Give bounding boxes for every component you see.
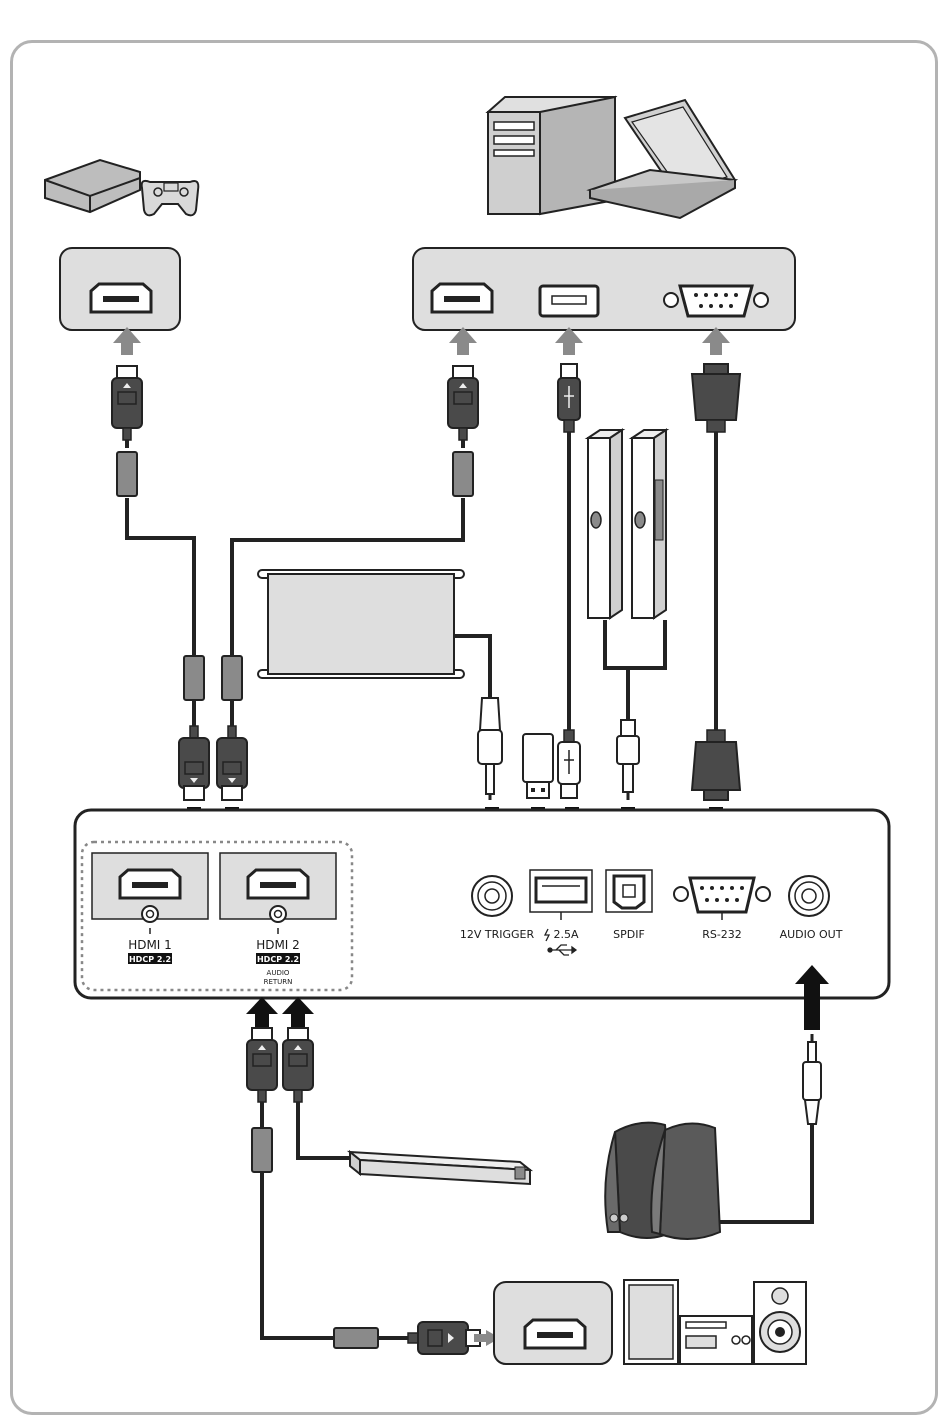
spdif-plug-icon: [617, 720, 639, 800]
ferrite-core-icon: [252, 1128, 272, 1172]
hdmi2-label: HDMI 2: [256, 938, 300, 952]
rs232-plug-icon: [692, 364, 740, 432]
mini-jack-plug-icon: [478, 698, 502, 800]
audio-out-label: AUDIO OUT: [780, 928, 843, 941]
audio-out-port-icon: [789, 876, 829, 916]
trigger-label: 12V TRIGGER: [460, 928, 535, 941]
hdmi1-port-icon: [120, 870, 180, 898]
usb-current-label: 2.5A: [553, 928, 578, 941]
arrow-up-icon: [282, 997, 314, 1029]
hdcp-badge-text: HDCP 2.2: [257, 955, 299, 964]
ferrite-core-icon: [117, 452, 137, 496]
console-hdmi-port-icon: [91, 284, 151, 312]
console-hdmi-panel: [60, 248, 180, 330]
ferrite-core-icon: [453, 452, 473, 496]
arrow-up-icon: [246, 997, 278, 1029]
hdmi-plug-icon: [448, 366, 478, 440]
rs232-label: RS-232: [702, 928, 742, 941]
hdmi-plug-icon: [217, 726, 247, 800]
arrow-up-icon: [555, 327, 583, 355]
spdif-port-icon: [606, 870, 652, 912]
game-console-icon: [45, 160, 198, 215]
audio-return-label: AUDIO: [267, 969, 290, 977]
receiver-hdmi-panel: [494, 1282, 612, 1364]
arrow-up-icon: [702, 327, 730, 355]
usb-plug-icon: [558, 730, 580, 798]
soundbar-icon: [350, 1152, 530, 1184]
hdmi-plug-icon: [283, 1028, 313, 1102]
audio-plug-icon: [803, 1034, 821, 1124]
hdmi-plug-icon: [112, 366, 142, 440]
pc-speakers-icon: [605, 1123, 720, 1239]
receiver-hdmi-port-icon: [525, 1320, 585, 1348]
rs232-plug-icon: [692, 730, 740, 800]
ferrite-core-icon: [222, 656, 242, 700]
pc-usb-port-icon: [540, 286, 598, 316]
projector-rear-panel: HDMI 1 HDCP 2.2 HDMI 2 HDCP 2.2 AUDIO RE…: [75, 810, 889, 998]
usb-dongle-icon: [523, 734, 553, 798]
trigger-device-icon: [258, 570, 464, 678]
hdcp-badge-text: HDCP 2.2: [129, 955, 171, 964]
pc-hdmi-port-icon: [432, 284, 492, 312]
hdmi-plug-icon: [247, 1028, 277, 1102]
spdif-label: SPDIF: [613, 928, 645, 941]
arrow-up-icon: [113, 327, 141, 355]
hdmi2-port-icon: [248, 870, 308, 898]
usb-port-icon: [530, 870, 592, 920]
trigger-port-icon: [472, 876, 512, 916]
arrow-up-icon: [449, 327, 477, 355]
audio-return-label: RETURN: [264, 978, 293, 986]
hdmi-plug-icon: [408, 1322, 480, 1354]
stereo-system-icon: [624, 1280, 806, 1364]
speaker-bars-icon: [588, 430, 666, 618]
ferrite-core-icon: [334, 1328, 378, 1348]
ferrite-core-icon: [184, 656, 204, 700]
pc-ports-panel: [413, 248, 795, 330]
hdmi1-label: HDMI 1: [128, 938, 172, 952]
hdmi-plug-icon: [179, 726, 209, 800]
usb-plug-icon: [558, 364, 580, 432]
